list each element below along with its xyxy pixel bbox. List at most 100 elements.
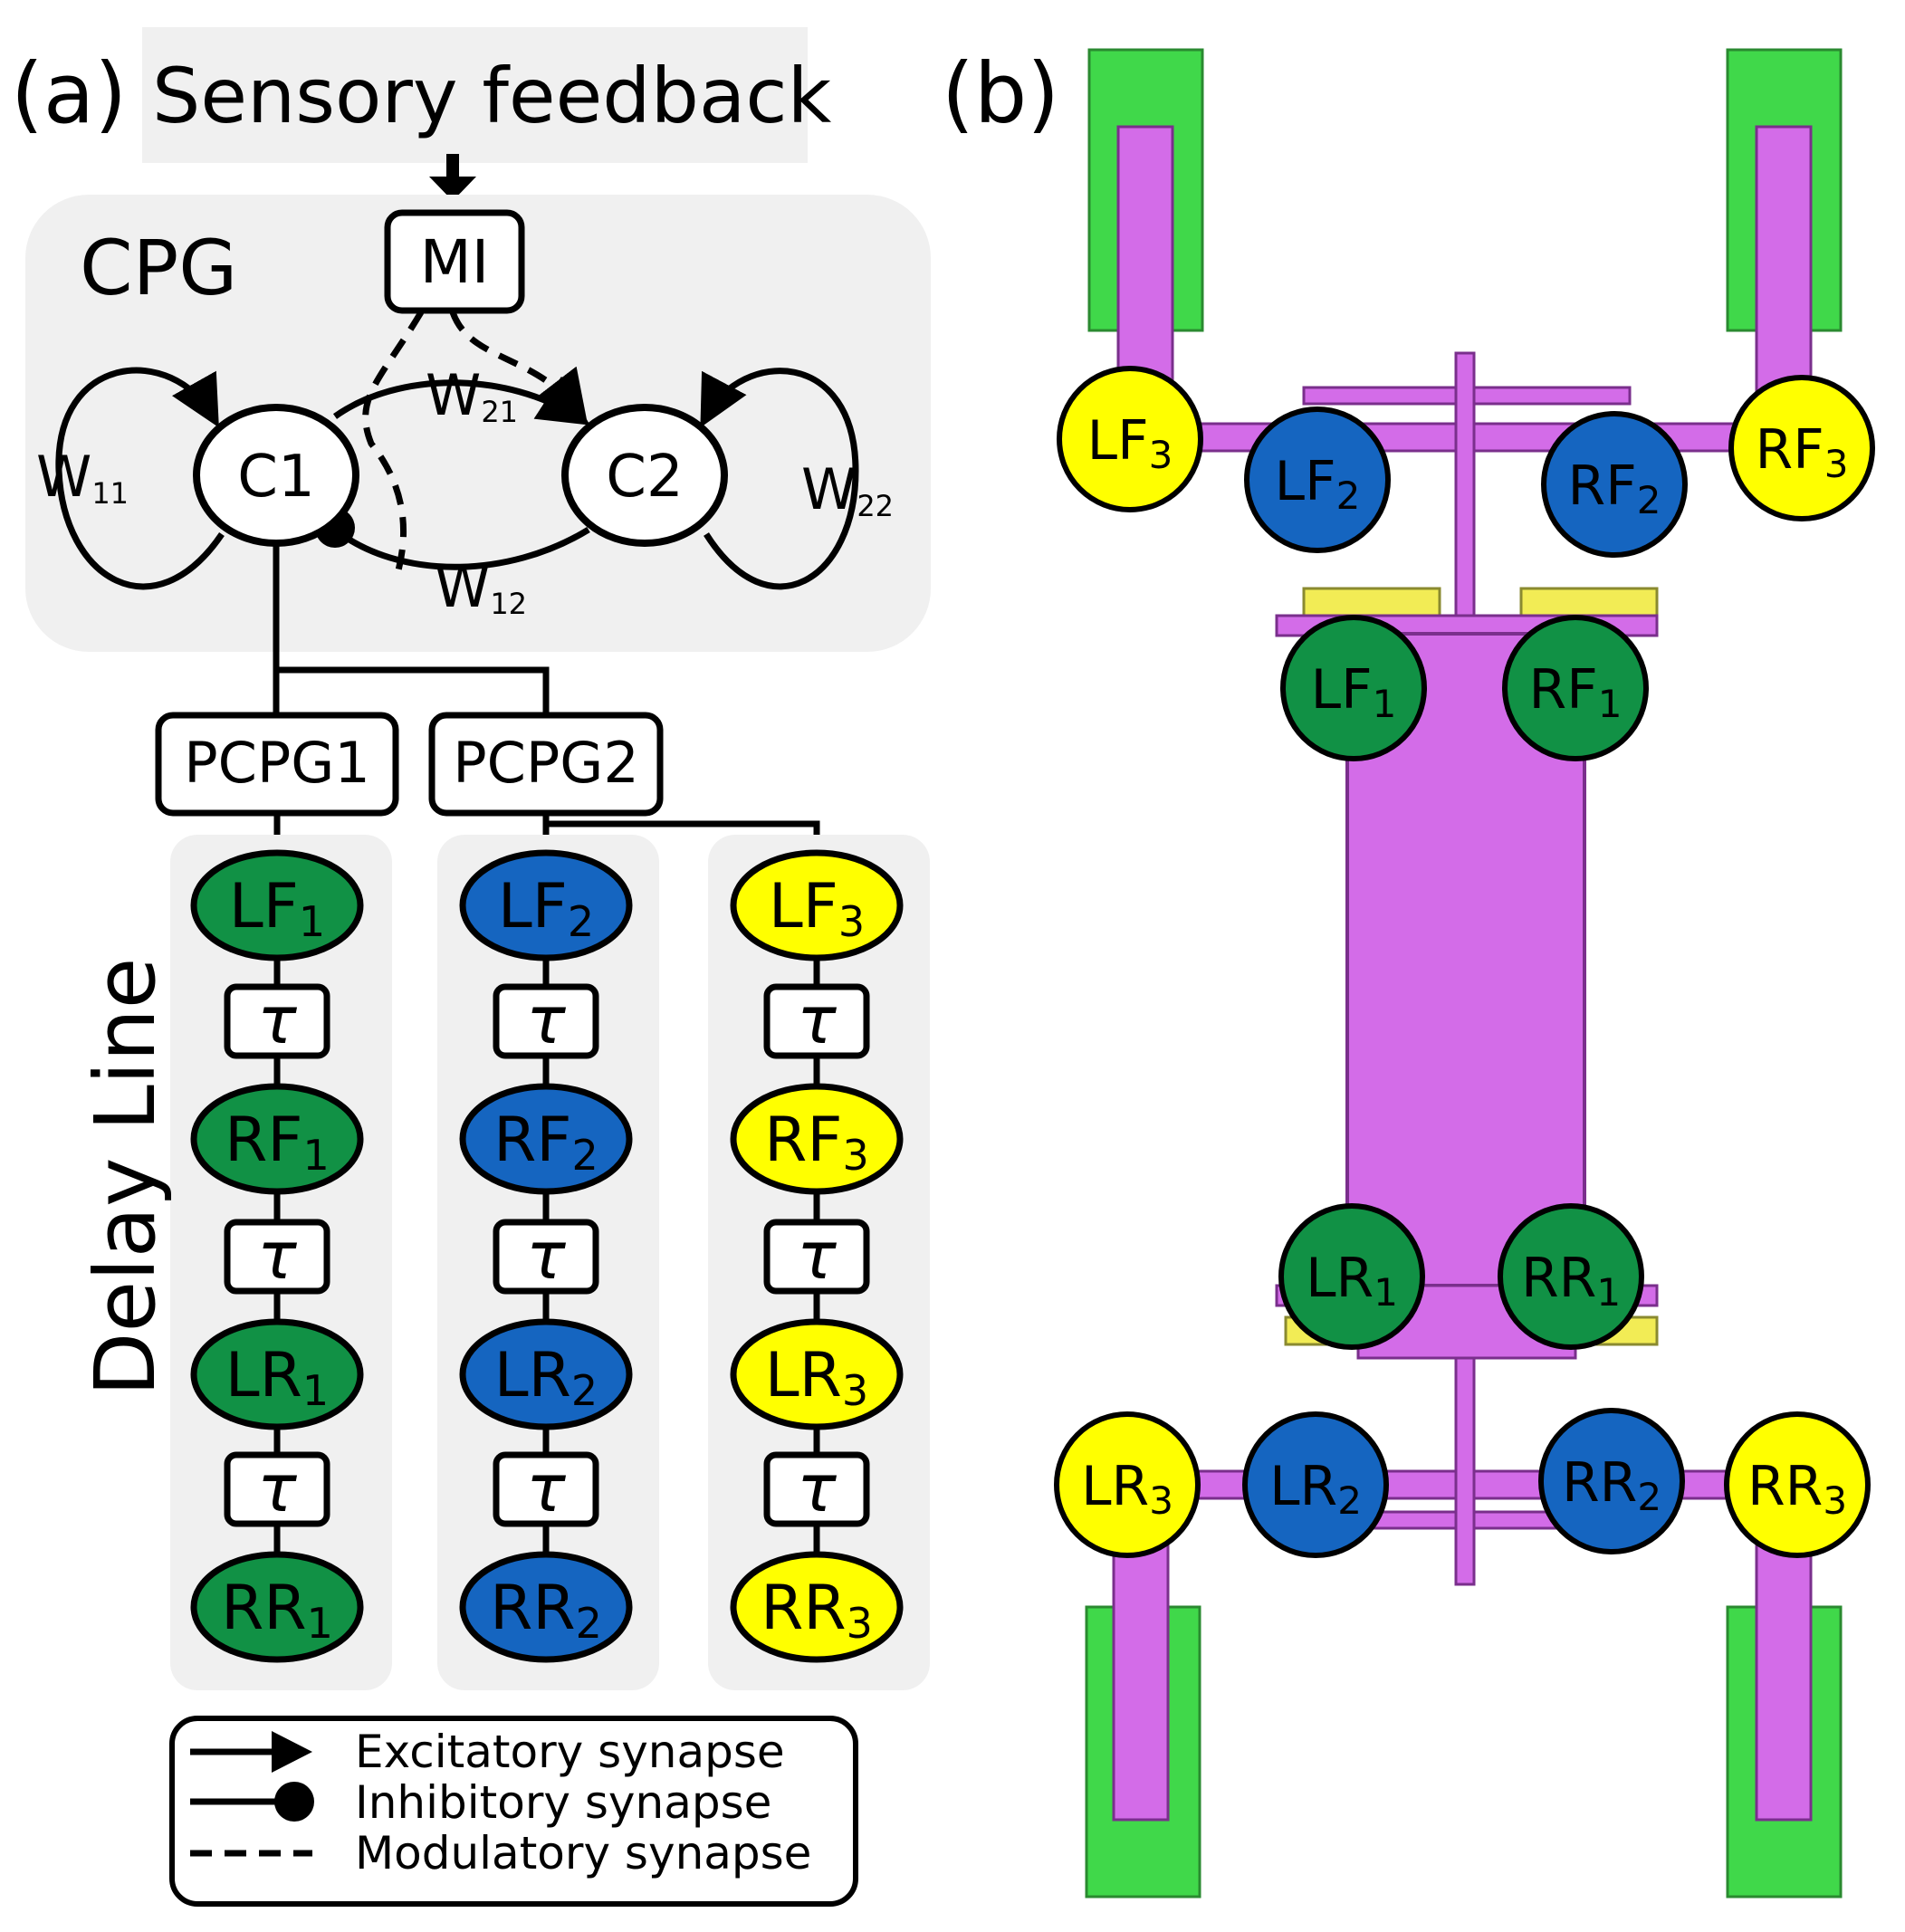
sensory-feedback-label: Sensory feedback bbox=[152, 52, 832, 140]
svg-text:RR2: RR2 bbox=[490, 1573, 602, 1648]
svg-text:RR1: RR1 bbox=[221, 1573, 333, 1648]
svg-text:τ: τ bbox=[797, 1218, 837, 1294]
joint-rr2: RR2 bbox=[1538, 1408, 1685, 1554]
svg-text:RF2: RF2 bbox=[493, 1105, 598, 1180]
mi-label: MI bbox=[420, 227, 489, 297]
w11-label: W11 bbox=[36, 444, 129, 511]
svg-text:τ: τ bbox=[257, 1218, 297, 1294]
w12-connection bbox=[332, 527, 590, 570]
delay-node-lf2: LF2 bbox=[459, 849, 633, 961]
c1-to-pcpg-tree bbox=[273, 543, 550, 715]
delay-node-rr3: RR3 bbox=[730, 1551, 904, 1663]
svg-text:RR3: RR3 bbox=[1747, 1455, 1847, 1523]
svg-text:W11: W11 bbox=[36, 444, 129, 511]
w11-self-loop bbox=[55, 367, 225, 590]
svg-text:LF3: LF3 bbox=[1087, 409, 1173, 477]
delay-node-lf3: LF3 bbox=[730, 849, 904, 961]
joint-rf1: RF1 bbox=[1502, 615, 1649, 761]
delay-node-rf1: RF1 bbox=[190, 1083, 364, 1195]
svg-text:LR3: LR3 bbox=[1081, 1455, 1173, 1523]
svg-text:LR1: LR1 bbox=[1306, 1247, 1398, 1315]
joint-lr1: LR1 bbox=[1278, 1203, 1425, 1350]
svg-text:RF3: RF3 bbox=[764, 1105, 869, 1180]
svg-text:τ: τ bbox=[797, 1450, 837, 1526]
w22-self-loop bbox=[700, 368, 859, 590]
pcpg1-label: PCPG1 bbox=[184, 730, 370, 796]
feedback-arrowhead bbox=[429, 177, 476, 201]
svg-text:τ: τ bbox=[526, 1450, 566, 1526]
svg-text:LR2: LR2 bbox=[494, 1340, 598, 1415]
tau-box-col2-2: τ bbox=[493, 1218, 599, 1295]
mi-modulatory-c2 bbox=[449, 311, 588, 423]
svg-text:RF1: RF1 bbox=[225, 1105, 330, 1180]
panel-a: (a) Sensory feedback CPG MI C1 C2 W11 bbox=[11, 27, 931, 1907]
svg-text:W22: W22 bbox=[801, 456, 894, 523]
svg-text:τ: τ bbox=[257, 1450, 297, 1526]
tau-box-col1-2: τ bbox=[224, 1218, 330, 1295]
svg-text:τ: τ bbox=[526, 1218, 566, 1294]
delay-line-label: Delay Line bbox=[77, 958, 174, 1397]
mi-box bbox=[384, 209, 525, 314]
tau-box-col1-1: τ bbox=[224, 982, 330, 1059]
sensory-feedback-box bbox=[142, 27, 808, 163]
w12-label: W12 bbox=[435, 554, 527, 621]
joint-lr3: LR3 bbox=[1054, 1411, 1201, 1558]
tau-box-col3-3: τ bbox=[763, 1450, 870, 1527]
c2-node bbox=[561, 404, 728, 547]
svg-text:LR3: LR3 bbox=[765, 1340, 868, 1415]
svg-text:LF2: LF2 bbox=[1275, 450, 1361, 518]
svg-text:W21: W21 bbox=[426, 362, 518, 429]
joint-lr2: LR2 bbox=[1242, 1411, 1389, 1558]
svg-text:LF1: LF1 bbox=[1311, 658, 1397, 726]
delay-node-lr1: LR1 bbox=[190, 1318, 364, 1430]
joint-lf2: LF2 bbox=[1244, 406, 1391, 553]
front-mount-left bbox=[1302, 587, 1441, 617]
joint-rr1: RR1 bbox=[1498, 1203, 1644, 1350]
delay-node-rf2: RF2 bbox=[459, 1083, 633, 1195]
tau-box-col2-3: τ bbox=[493, 1450, 599, 1527]
legend-box bbox=[169, 1716, 858, 1907]
w22-label: W22 bbox=[801, 456, 894, 523]
svg-text:RF1: RF1 bbox=[1529, 658, 1623, 726]
panel-a-label: (a) bbox=[11, 45, 127, 142]
c2-label: C2 bbox=[606, 444, 683, 511]
legend-inhibitory-dot bbox=[274, 1782, 314, 1822]
svg-text:RF2: RF2 bbox=[1568, 454, 1661, 522]
joint-rf3: RF3 bbox=[1728, 375, 1875, 521]
cpg-label: CPG bbox=[80, 224, 237, 312]
svg-text:LR2: LR2 bbox=[1269, 1455, 1362, 1523]
panel-b-label: (b) bbox=[942, 45, 1059, 142]
tau-box-col3-2: τ bbox=[763, 1218, 870, 1295]
tau-box-col3-1: τ bbox=[763, 982, 870, 1059]
delay-node-rf3: RF3 bbox=[730, 1083, 904, 1195]
legend-inhibitory-label: Inhibitory synapse bbox=[355, 1776, 771, 1829]
c1-label: C1 bbox=[237, 444, 314, 511]
delay-node-rr1: RR1 bbox=[190, 1551, 364, 1663]
joint-lf3: LF3 bbox=[1057, 366, 1203, 512]
svg-text:LF2: LF2 bbox=[498, 871, 594, 946]
svg-text:τ: τ bbox=[797, 982, 837, 1058]
joint-rr3: RR3 bbox=[1724, 1411, 1871, 1558]
joint-rf2: RF2 bbox=[1541, 411, 1688, 558]
svg-text:RR2: RR2 bbox=[1562, 1451, 1661, 1519]
mi-modulatory-c1 bbox=[362, 311, 425, 571]
svg-text:LF3: LF3 bbox=[769, 871, 865, 946]
svg-text:W12: W12 bbox=[435, 554, 527, 621]
front-mount-right bbox=[1519, 587, 1659, 617]
legend-excitatory-label: Excitatory synapse bbox=[355, 1726, 785, 1778]
svg-text:LR1: LR1 bbox=[225, 1340, 329, 1415]
delay-node-lr2: LR2 bbox=[459, 1318, 633, 1430]
tau-box-col1-3: τ bbox=[224, 1450, 330, 1527]
joint-lf1: LF1 bbox=[1280, 615, 1427, 761]
svg-text:RR1: RR1 bbox=[1521, 1247, 1621, 1315]
svg-text:RF3: RF3 bbox=[1756, 418, 1849, 486]
svg-text:τ: τ bbox=[526, 982, 566, 1058]
svg-text:RR3: RR3 bbox=[761, 1573, 873, 1648]
svg-text:LF1: LF1 bbox=[229, 871, 325, 946]
svg-text:τ: τ bbox=[257, 982, 297, 1058]
legend-excitatory-arrowhead bbox=[272, 1731, 312, 1773]
